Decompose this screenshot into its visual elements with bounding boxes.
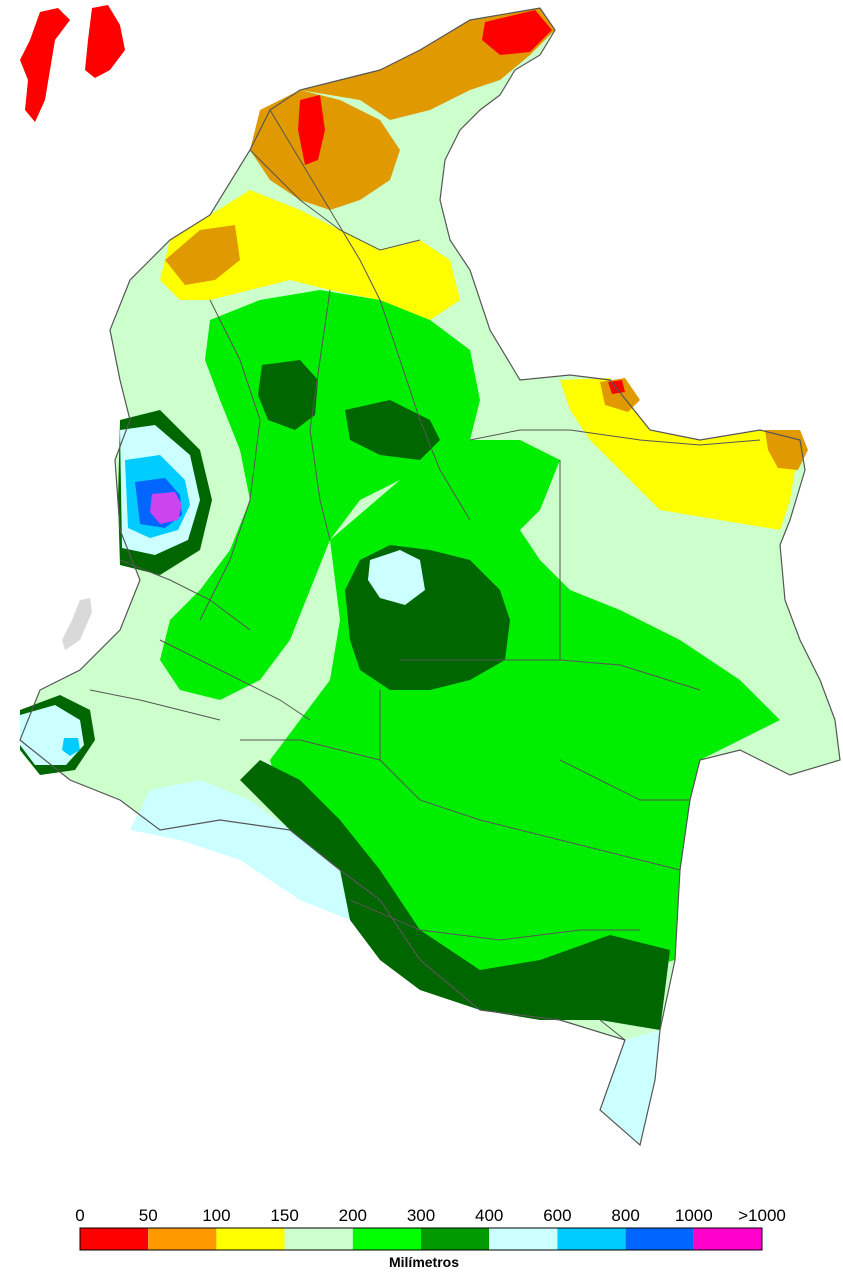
legend-swatch bbox=[489, 1228, 558, 1250]
precipitation-map bbox=[19, 5, 841, 1147]
island-providencia bbox=[85, 5, 125, 78]
legend-tick-label: 200 bbox=[339, 1206, 367, 1225]
legend: 0 50 100 150 200 300 400 600 800 1000 >1000 Milíme… bbox=[0, 1196, 843, 1274]
zone-narino-blue bbox=[62, 738, 80, 756]
legend-border bbox=[79, 1227, 763, 1251]
legend-swatch bbox=[625, 1228, 694, 1250]
legend-tick-label: 400 bbox=[475, 1206, 503, 1225]
zone-andes-green bbox=[160, 290, 480, 700]
legend-swatch bbox=[216, 1228, 285, 1250]
zone-magdalena-red bbox=[298, 95, 325, 165]
zone-caribbean-orange bbox=[250, 90, 400, 210]
zone-guajira-red bbox=[482, 10, 552, 55]
zone-cordoba-orange bbox=[165, 225, 240, 285]
zone-trapecio-cyan bbox=[600, 1030, 660, 1145]
legend-swatch bbox=[557, 1228, 626, 1250]
legend-tick-label: 50 bbox=[139, 1206, 158, 1225]
zone-meta-light bbox=[368, 550, 425, 605]
zone-orinoquia-yellow bbox=[560, 378, 800, 530]
zone-andes-dark-1 bbox=[258, 360, 318, 430]
legend-tick-label: >1000 bbox=[738, 1206, 786, 1225]
map-svg bbox=[19, 5, 841, 1147]
legend-swatch bbox=[284, 1228, 353, 1250]
legend-tick-label: 0 bbox=[75, 1206, 84, 1225]
legend-tick-label: 150 bbox=[270, 1206, 298, 1225]
legend-title: Milímetros bbox=[389, 1254, 459, 1270]
legend-swatch bbox=[352, 1228, 421, 1250]
legend-ticks: 0 50 100 150 200 300 400 600 800 1000 >1000 bbox=[75, 1206, 786, 1225]
department-borders bbox=[89, 109, 761, 1041]
legend-tick-label: 300 bbox=[407, 1206, 435, 1225]
legend-swatch bbox=[693, 1228, 762, 1250]
legend-tick-label: 800 bbox=[611, 1206, 639, 1225]
zone-amazon-dark bbox=[240, 760, 670, 1030]
zone-andes-dark-2 bbox=[345, 400, 440, 460]
zone-north-yellow bbox=[160, 190, 460, 320]
legend-svg: 0 50 100 150 200 300 400 600 800 1000 >1000 Milíme… bbox=[75, 1206, 786, 1270]
legend-swatch bbox=[148, 1228, 217, 1250]
island-san-andres bbox=[20, 8, 70, 122]
zone-vichada-orange bbox=[765, 430, 808, 470]
zone-putumayo-cyan bbox=[130, 780, 350, 920]
legend-swatches bbox=[79, 1227, 763, 1251]
legend-swatch bbox=[421, 1228, 490, 1250]
country-outline bbox=[19, 7, 841, 1147]
legend-tick-label: 1000 bbox=[675, 1206, 713, 1225]
legend-tick-label: 100 bbox=[202, 1206, 230, 1225]
zone-choco-magenta bbox=[150, 492, 182, 524]
island-gorgona bbox=[62, 598, 92, 650]
legend-tick-label: 600 bbox=[543, 1206, 571, 1225]
legend-swatch bbox=[80, 1228, 149, 1250]
